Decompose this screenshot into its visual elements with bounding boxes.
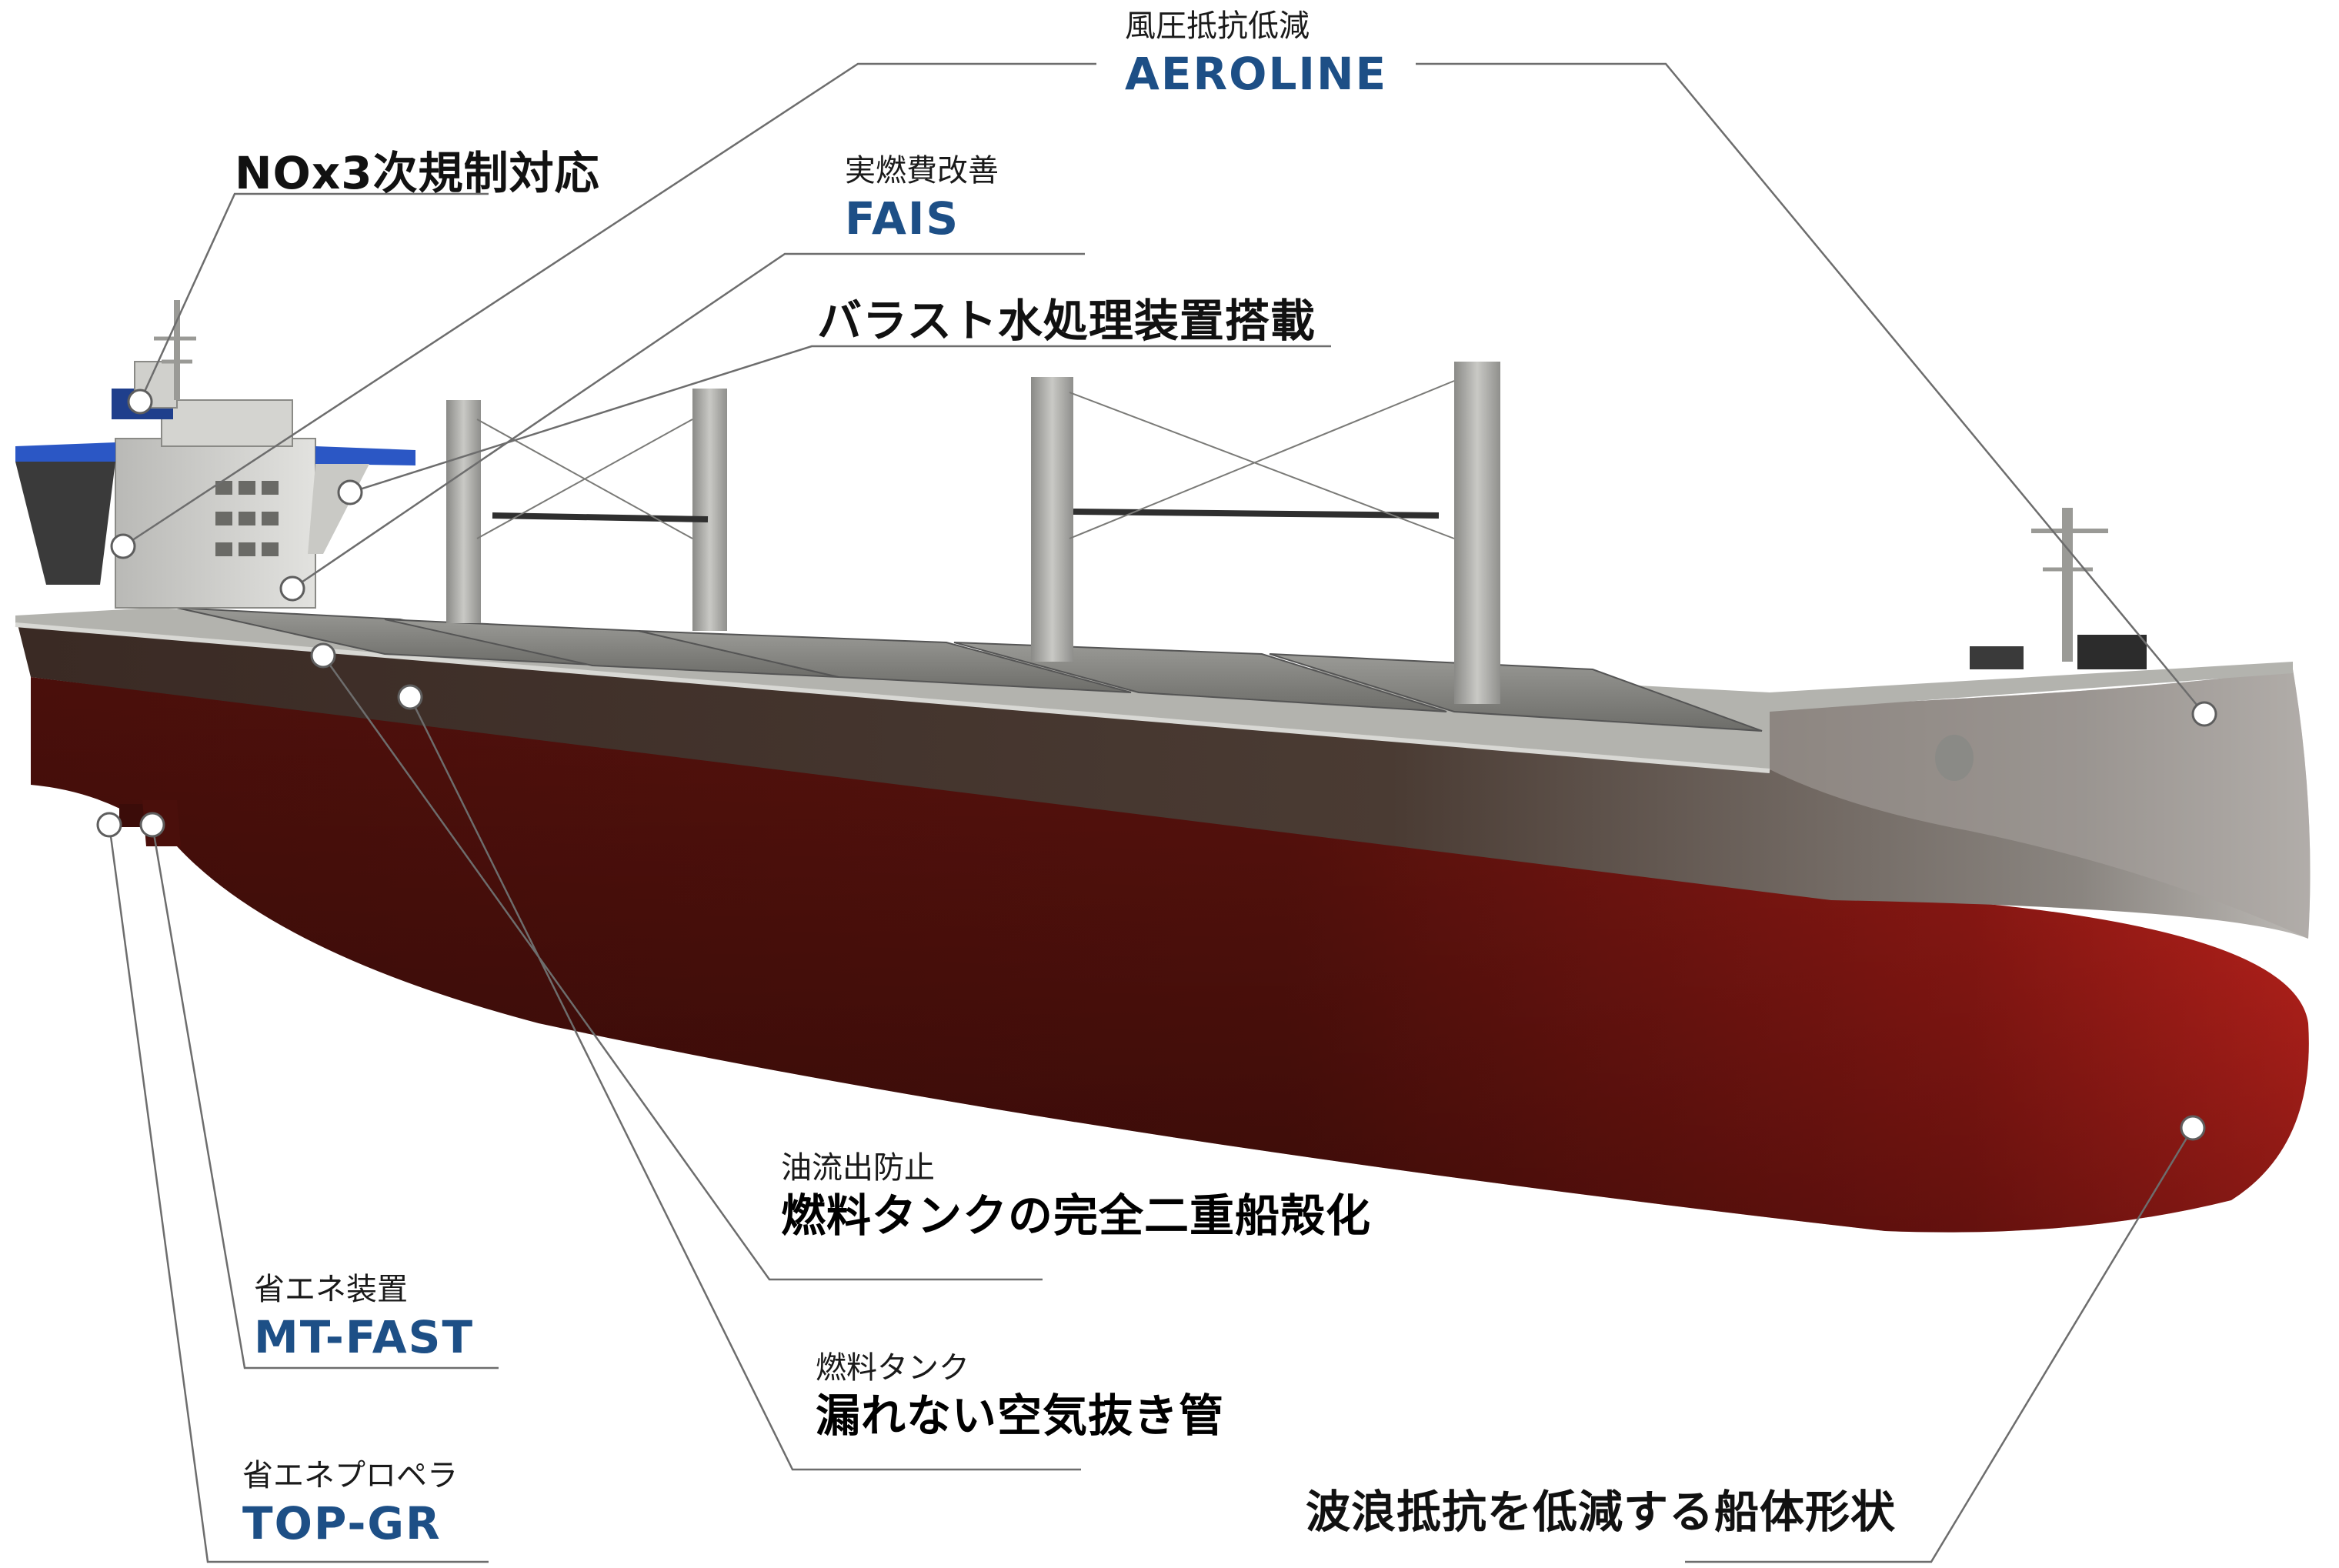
ballast-callout-title: バラスト水処理装置搭載 [817,295,1316,347]
callout-top-gr: 省エネプロペラ TOP-GR [242,1456,458,1551]
marker-air-vent [397,684,423,710]
leader-hull-form [1685,1127,2194,1563]
leader-fuel-tank-double-hull [322,655,1043,1281]
leader-aeroline-left [122,62,1096,548]
marker-top-gr [96,812,122,838]
hatch-covers [176,607,1763,732]
leader-top-gr [108,824,489,1563]
leader-air-vent [409,696,1081,1471]
callout-markers [96,389,2217,1141]
hull-lower-shade [31,677,2309,1233]
fuel-tank-double-hull-title: 燃料タンクの完全二重船殻化 [781,1189,1372,1242]
fais-subtitle: 実燃費改善 [845,153,999,188]
leader-aeroline-right [1416,62,2205,715]
air-vent-title: 漏れない空気抜き管 [816,1390,1225,1442]
air-vent-subtitle: 燃料タンク [816,1350,969,1386]
aeroline-title: AEROLINE [1125,48,1388,100]
mt-fast-title: MT-FAST [254,1311,475,1363]
leader-nox [138,192,489,402]
top-gr-title: TOP-GR [242,1497,442,1550]
callout-fuel-tank-double-hull: 油流出防止 燃料タンクの完全二重船殻化 [781,1148,1371,1243]
marker-aeroline-bridge [110,533,136,559]
fuel-tank-double-hull-subtitle: 油流出防止 [781,1150,935,1186]
callout-mt-fast: 省エネ装置 MT-FAST [254,1269,474,1365]
superstructure [15,300,415,609]
marker-hull-form [2180,1115,2206,1141]
marker-fais [279,575,305,602]
hull-form-callout-title: 波浪抵抗を低減する船体形状 [1306,1486,1897,1538]
callout-aeroline: 風圧抵抗低減 AEROLINE [1125,6,1387,102]
top-gr-subtitle: 省エネプロペラ [242,1458,458,1493]
marker-mt-fast [139,812,165,838]
hull-upper-gray [15,616,2311,939]
deck-cranes [446,362,1500,704]
bow-flare [1770,669,2311,939]
aeroline-subtitle: 風圧抵抗低減 [1125,8,1310,44]
forecastle [1935,508,2147,781]
marker-nox [127,389,153,415]
leader-mt-fast [151,824,499,1369]
marker-fuel-tank-double-hull [310,642,336,669]
leader-fais [292,252,1085,590]
leader-ballast [349,345,1331,494]
mt-fast-subtitle: 省エネ装置 [254,1272,408,1307]
nox-callout-title: NOx3次規制対応 [235,147,600,199]
fais-title: FAIS [845,192,960,245]
bulk-carrier-ship [15,300,2311,1233]
marker-ballast [337,479,363,505]
deck-rail [15,622,1770,773]
marker-aeroline-bow [2191,701,2217,727]
callout-fais: 実燃費改善 FAIS [845,151,999,246]
callout-air-vent: 燃料タンク 漏れない空気抜き管 [816,1348,1224,1443]
leader-lines [108,62,2205,1563]
